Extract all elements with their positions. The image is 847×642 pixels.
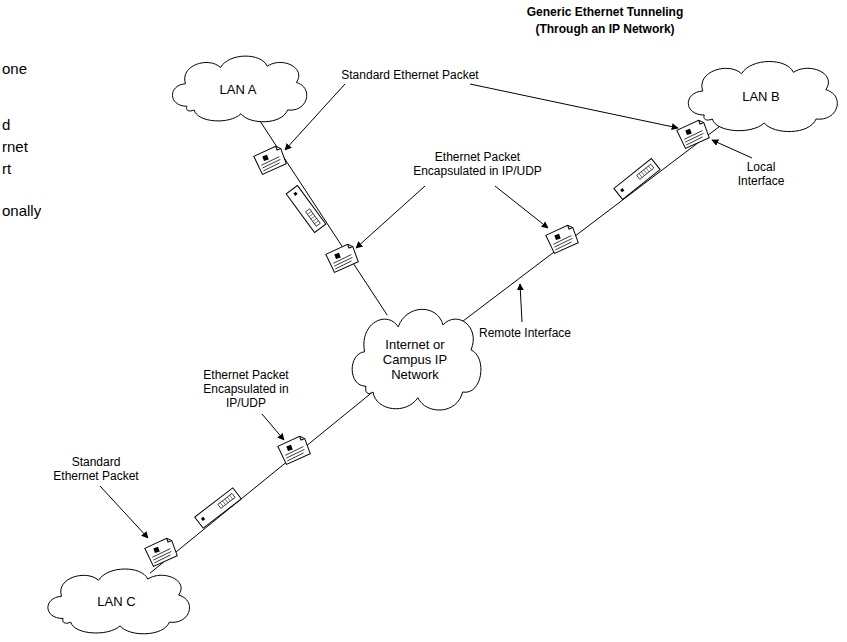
cloud-node: Internet or Campus IP Network [345,300,485,415]
callout-label: Standard Ethernet Packet [330,68,490,82]
diagram-title: Generic Ethernet Tunneling (Through an I… [510,4,700,38]
encapsulated-packet [277,435,311,465]
leader-line [356,186,425,248]
encapsulated-packet [545,224,579,254]
cloud-node: LAN C [40,563,194,637]
cloud-label: LAN C [69,594,164,609]
callout-label: Local Interface [730,160,792,188]
leader-line [262,414,284,440]
cropped-text: rt [2,160,11,177]
ethernet-packet [144,537,178,567]
leader-line [495,186,548,228]
cloud-label: LAN B [711,89,811,104]
ethernet-packet [253,145,287,175]
cropped-text: one [2,60,27,77]
cloud-label-group: LAN B [711,89,811,104]
cropped-text: onally [2,202,41,219]
cloud-node: LAN A [165,50,311,125]
cropped-text: rnet [2,138,28,155]
cloud-label-group: LAN C [69,594,164,609]
cloud-label-group: Internet or Campus IP Network [374,337,456,382]
ethernet-packet [676,119,710,149]
cloud-label: LAN A [193,82,283,97]
callout-label: Standard Ethernet Packet [48,455,144,483]
leader-line [100,486,148,538]
tunnel-device [195,488,242,528]
callout-label: Remote Interface [470,326,580,340]
callout-label: Ethernet Packet Encapsulated in IP/UDP [405,150,550,178]
network-link [150,392,373,573]
cloud-node: LAN B [680,55,842,135]
encapsulated-packet [325,243,359,273]
leader-line [470,84,678,128]
tunnel-device [286,186,326,233]
leader-line [712,140,752,158]
tunnel-device [614,159,660,200]
callout-label: Ethernet Packet Encapsulated in IP/UDP [195,368,297,410]
leader-line [520,284,522,322]
cropped-text: d [2,116,10,133]
cloud-label-group: LAN A [193,82,283,97]
cloud-label: Internet or Campus IP Network [374,337,456,382]
